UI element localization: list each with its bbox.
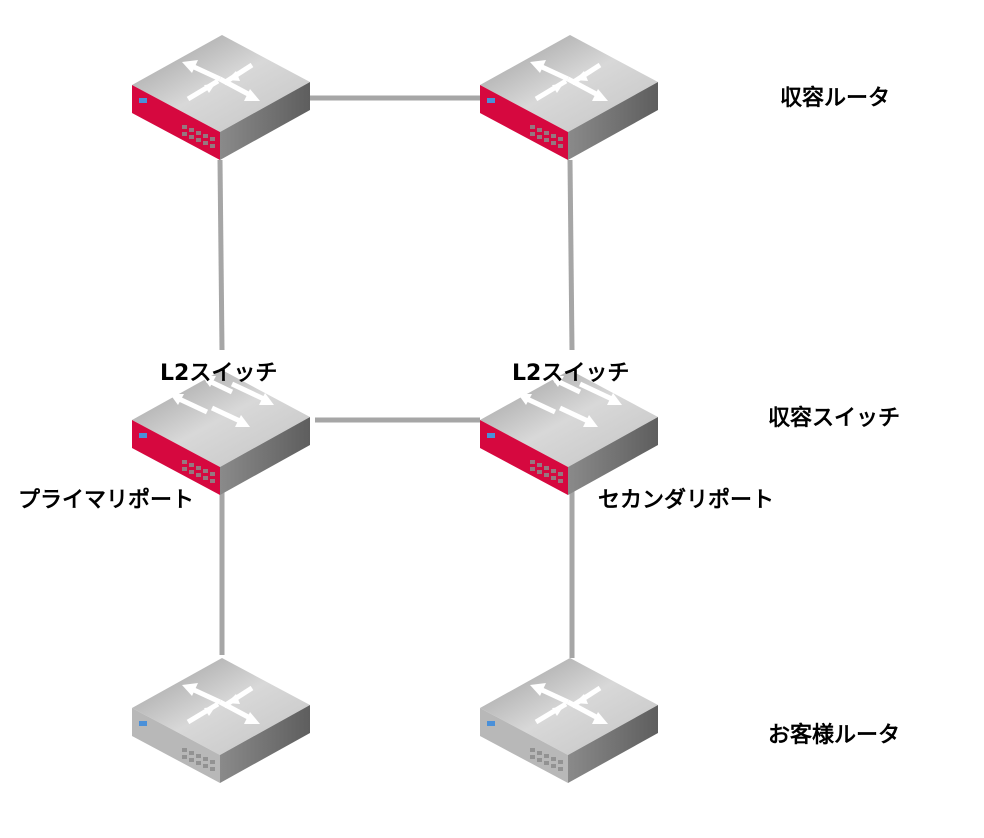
customer-router-2-icon: [480, 658, 658, 783]
access-switch-label: 収容スイッチ: [768, 406, 901, 431]
l2-switch-2-icon: [480, 370, 658, 495]
access-router-1-icon: [132, 35, 310, 160]
access-router-label: 収容ルータ: [780, 86, 891, 111]
link-router1-switch1: [217, 159, 225, 351]
customer-router-label: お客様ルータ: [768, 723, 901, 748]
l2-switch-right-label: L2スイッチ: [512, 361, 630, 386]
l2-switch-1-icon: [132, 370, 310, 495]
primary-port-label: プライマリポート: [18, 488, 195, 513]
secondary-port-label: セカンダリポート: [598, 488, 775, 513]
customer-router-1-icon: [132, 658, 310, 783]
access-router-2-icon: [480, 35, 658, 160]
links: [217, 95, 575, 658]
link-router2-switch2: [567, 159, 575, 351]
l2-switch-left-label: L2スイッチ: [160, 361, 278, 386]
